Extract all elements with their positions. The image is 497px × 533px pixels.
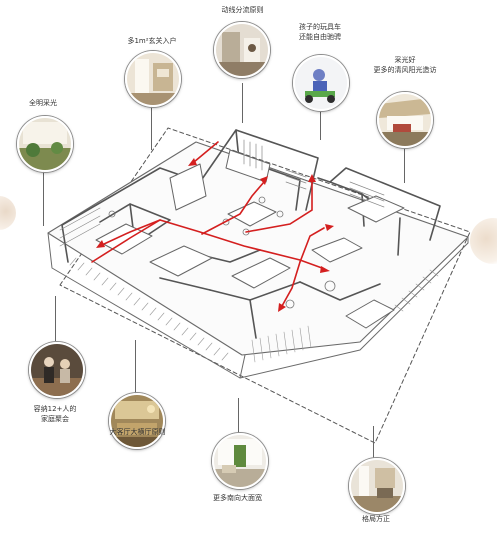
callout-south-photo (212, 433, 268, 489)
callout-toy-photo (293, 55, 349, 111)
callout-entry-label: 多1m²玄关入户 (127, 37, 177, 45)
leader-full-light (43, 168, 44, 226)
callout-living-photo (109, 393, 165, 449)
callout-entry-photo (125, 51, 181, 107)
callout-flow-label: 动线分流原则 (221, 6, 264, 14)
leader-south (238, 398, 239, 433)
leader-flow (242, 83, 243, 123)
callout-layout-photo (349, 458, 405, 514)
callout-flow-photo (214, 22, 270, 78)
leader-living (135, 340, 136, 395)
decor-blob-left (0, 196, 16, 230)
flow-arrows (91, 141, 334, 312)
callout-gathering-label: 容纳12+人的 家庭聚会 (33, 405, 77, 423)
leader-toy (320, 110, 321, 140)
callout-living-label: 大客厅大横厅原则 (109, 428, 166, 436)
callout-gathering-photo (29, 342, 85, 398)
callout-sunlight-label: 采光好 更多的清风阳光造访 (373, 56, 437, 74)
leader-entry (151, 105, 152, 150)
leader-sunlight (404, 148, 405, 183)
callout-south-label: 更多南向大面宽 (213, 494, 262, 502)
leader-gathering (55, 296, 56, 341)
callout-sunlight-photo (377, 92, 433, 148)
callout-toy-label: 孩子的玩具车 还能自由驰骋 (299, 23, 341, 41)
leader-layout (373, 426, 374, 458)
callout-full-light-label: 全明采光 (29, 99, 57, 107)
callout-full-light-photo (17, 116, 73, 172)
callout-layout-label: 格局方正 (362, 515, 390, 523)
